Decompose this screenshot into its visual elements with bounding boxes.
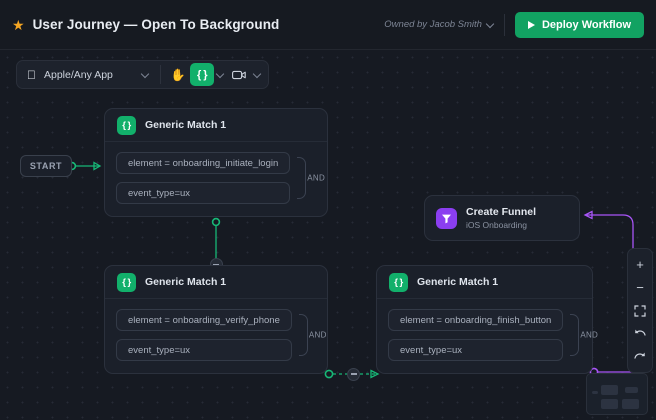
bracket-shape xyxy=(298,314,308,356)
node-header: { } Generic Match 1 xyxy=(377,266,592,299)
start-label: START xyxy=(29,161,63,171)
fit-to-screen-icon xyxy=(634,304,646,317)
header-divider xyxy=(503,13,505,36)
port-top-bottom-out xyxy=(211,217,221,227)
apple-icon:  xyxy=(27,69,36,81)
condition-list: element = onboarding_initiate_login even… xyxy=(116,152,291,204)
deploy-workflow-button[interactable]: Deploy Workflow xyxy=(514,11,644,38)
minimap-node xyxy=(601,385,618,395)
wire-bottomright-to-funnel xyxy=(586,214,634,373)
condition-field[interactable]: element = onboarding_verify_phone xyxy=(116,309,292,331)
star-icon[interactable]: ★ xyxy=(12,16,25,33)
bracket-shape xyxy=(297,157,307,199)
node-body: element = onboarding_finish_button event… xyxy=(377,299,598,373)
zoom-controls: + − xyxy=(627,248,653,373)
toolbar-divider xyxy=(160,65,161,84)
braces-icon: { } xyxy=(389,272,408,292)
camera-tool-button[interactable] xyxy=(227,63,251,86)
canvas-toolbar:  Apple/Any App ✋ { } xyxy=(16,60,269,89)
play-icon xyxy=(527,20,535,29)
arrow-head xyxy=(93,161,102,171)
funnel-text-group: Create Funnel iOS Onboarding xyxy=(466,206,536,230)
node-header: { } Generic Match 1 xyxy=(105,109,327,142)
node-body: element = onboarding_verify_phone event_… xyxy=(105,299,327,373)
operator-group: AND xyxy=(298,309,326,361)
node-generic-match-bottom-left[interactable]: { } Generic Match 1 element = onboarding… xyxy=(104,265,328,374)
chevron-down-icon xyxy=(487,21,494,28)
hand-tool-button[interactable]: ✋ xyxy=(166,63,190,86)
redo-button[interactable] xyxy=(628,345,652,368)
condition-field[interactable]: element = onboarding_initiate_login xyxy=(116,152,291,174)
chevron-down-icon xyxy=(142,71,149,78)
app-select-value: Apple/Any App xyxy=(35,68,113,81)
minimap-node xyxy=(601,399,618,409)
owner-label: Owned by Jacob Smith xyxy=(384,19,482,30)
funnel-subtitle: iOS Onboarding xyxy=(466,220,527,230)
funnel-title: Create Funnel xyxy=(466,206,537,218)
chevron-down-icon xyxy=(254,71,261,78)
node-create-funnel[interactable]: Create Funnel iOS Onboarding xyxy=(424,195,580,241)
redo-arrow-icon xyxy=(634,352,645,359)
app-select[interactable]:  Apple/Any App xyxy=(21,63,155,86)
bracket-shape xyxy=(570,314,580,356)
condition-list: element = onboarding_finish_button event… xyxy=(388,309,564,361)
video-camera-icon xyxy=(232,70,246,80)
chevron-down-icon xyxy=(217,71,224,78)
node-generic-match-top[interactable]: { } Generic Match 1 element = onboarding… xyxy=(104,108,328,217)
operator-label: AND xyxy=(580,330,599,340)
condition-field[interactable]: event_type=ux xyxy=(116,182,291,204)
minimap[interactable] xyxy=(586,373,648,415)
camera-tool-dropdown[interactable] xyxy=(251,71,264,78)
braces-icon: { } xyxy=(117,272,136,292)
zoom-out-button[interactable]: − xyxy=(636,280,644,295)
node-generic-match-bottom-right[interactable]: { } Generic Match 1 element = onboarding… xyxy=(376,265,598,374)
node-title: Generic Match 1 xyxy=(145,276,227,288)
code-tool-dropdown[interactable] xyxy=(214,71,227,78)
app-header: ★ User Journey — Open To Background Owne… xyxy=(0,0,656,50)
header-actions: Owned by Jacob Smith Deploy Workflow xyxy=(384,11,644,38)
braces-icon: { } xyxy=(196,68,208,81)
hand-icon: ✋ xyxy=(170,67,186,82)
fit-to-screen-button[interactable] xyxy=(628,299,652,322)
page-title: User Journey — Open To Background xyxy=(32,17,280,32)
minimap-node xyxy=(622,399,639,409)
node-header: { } Generic Match 1 xyxy=(105,266,327,299)
node-title: Generic Match 1 xyxy=(145,119,227,131)
owner-dropdown[interactable]: Owned by Jacob Smith xyxy=(384,19,494,30)
node-title: Generic Match 1 xyxy=(417,276,499,288)
start-node[interactable]: START xyxy=(20,155,72,177)
condition-field[interactable]: element = onboarding_finish_button xyxy=(388,309,564,331)
remove-connection-button[interactable] xyxy=(347,367,360,381)
code-tool-button[interactable]: { } xyxy=(190,63,214,86)
workflow-canvas[interactable]:  Apple/Any App ✋ { } xyxy=(0,50,656,420)
funnel-icon xyxy=(436,207,457,229)
minimap-node xyxy=(625,387,638,393)
node-body: element = onboarding_initiate_login even… xyxy=(105,142,327,216)
condition-list: element = onboarding_verify_phone event_… xyxy=(116,309,292,361)
undo-arrow-icon xyxy=(635,329,646,336)
condition-field[interactable]: event_type=ux xyxy=(388,339,564,361)
operator-group: AND xyxy=(297,152,325,204)
braces-icon: { } xyxy=(117,115,136,135)
minimap-node xyxy=(592,391,598,394)
operator-label: AND xyxy=(307,173,326,183)
undo-button[interactable] xyxy=(628,322,652,345)
deploy-workflow-label: Deploy Workflow xyxy=(541,18,631,31)
zoom-in-button[interactable]: + xyxy=(636,257,644,272)
arrow-head xyxy=(583,210,593,220)
operator-group: AND xyxy=(570,309,598,361)
condition-field[interactable]: event_type=ux xyxy=(116,339,292,361)
operator-label: AND xyxy=(308,330,327,340)
